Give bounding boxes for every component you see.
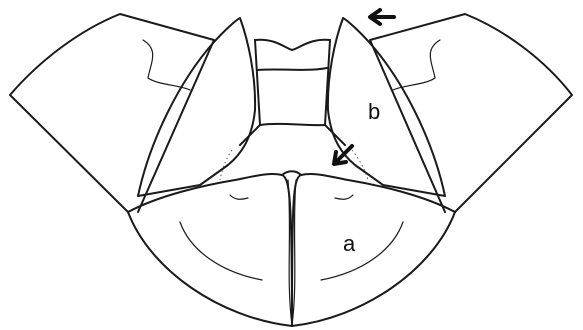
left-wing-inner-curve	[143, 40, 190, 90]
left-small-curve	[230, 195, 248, 199]
left-dotted-contour	[220, 150, 232, 180]
left-lower-lobe-curve	[180, 222, 262, 280]
right-lower-lobe-curve	[321, 222, 403, 280]
right-lower-lobe-top	[292, 174, 455, 326]
right-small-curve	[335, 195, 353, 199]
midline-notch	[282, 171, 301, 175]
left-pointed-lobe	[138, 18, 255, 196]
central-column-band-2	[260, 124, 325, 125]
lower-arrow	[334, 146, 352, 164]
central-column-band-1	[258, 68, 327, 70]
label-a: a	[343, 231, 356, 256]
upper-arrow	[370, 10, 394, 24]
label-b: b	[368, 99, 380, 124]
central-column-top	[255, 40, 330, 50]
left-wing-outline	[10, 14, 214, 212]
right-wing-outline	[370, 14, 572, 212]
left-lower-lobe-top	[128, 174, 292, 326]
right-wing-inner-curve	[393, 40, 440, 90]
